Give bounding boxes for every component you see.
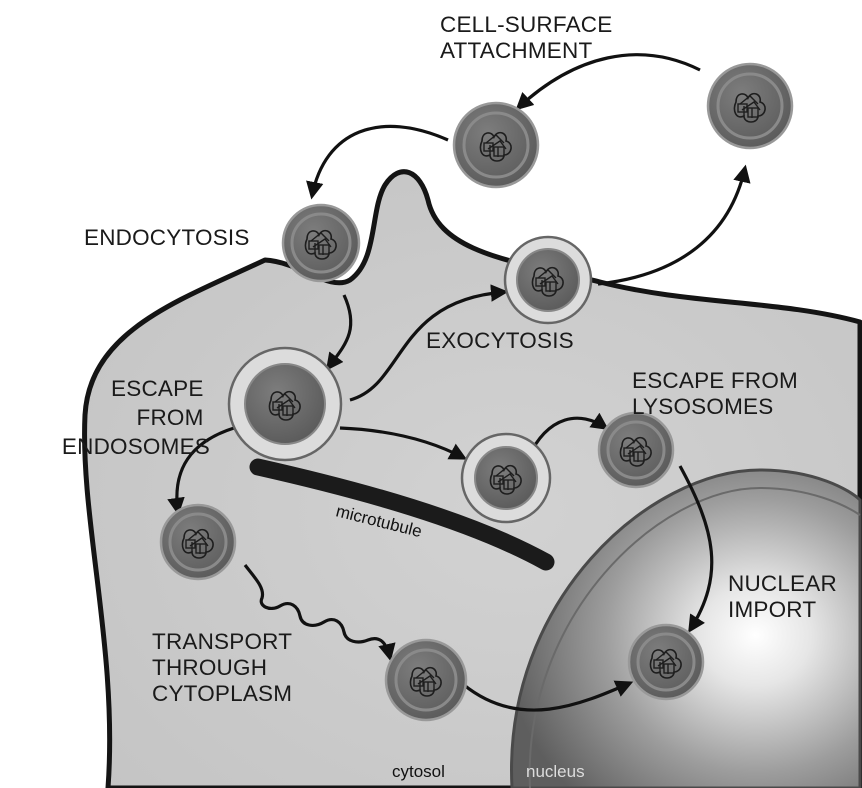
complex-surface-attached xyxy=(454,103,538,187)
arrow-exit xyxy=(598,168,745,284)
complex-cytoplasm xyxy=(386,640,466,720)
vesicle-exocytosis xyxy=(505,237,591,323)
vesicle-lysosome xyxy=(462,434,550,522)
complex-endocytosis xyxy=(283,205,359,281)
complex-escaped-lysosome xyxy=(599,413,673,487)
label-nucleus: nucleus xyxy=(526,762,585,781)
complex-in-nucleus xyxy=(629,625,703,699)
label-endocytosis: ENDOCYTOSIS xyxy=(84,225,250,250)
label-exocytosis: EXOCYTOSIS xyxy=(426,328,574,353)
label-cytosol: cytosol xyxy=(392,762,445,781)
vesicle-endosome xyxy=(229,348,341,460)
arrow-to-endocytosis xyxy=(312,126,448,196)
complex-extracellular xyxy=(708,64,792,148)
complex-escaped-endosome xyxy=(161,505,235,579)
label-cell-surface-attachment: CELL-SURFACE ATTACHMENT xyxy=(440,12,619,63)
